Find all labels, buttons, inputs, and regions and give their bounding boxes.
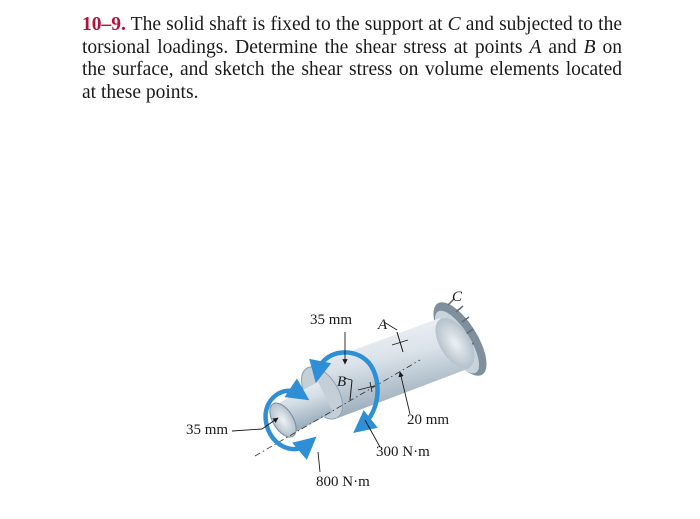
dim-top-label: 35 mm [310,312,353,328]
dim-left-label: 35 mm [186,422,229,438]
torque-arrow-800 [263,378,317,460]
dimension-leaders [231,332,411,473]
problem-statement: 10–9. The solid shaft is fixed to the su… [82,14,622,104]
torque-800-leader [317,451,321,473]
problem-number: 10–9. [82,14,126,35]
dim-right-leader [398,371,411,415]
dim-left-leader [231,428,263,432]
point-c-label: C [452,289,463,305]
problem-variable: B [583,36,596,58]
problem-text: and [541,36,584,58]
torque-300-leader [364,419,381,448]
torque-300-label: 300 N·m [376,444,430,460]
problem-variable: A [529,36,542,58]
point-a-marker [383,321,409,353]
torque-arrow-300 [309,350,380,434]
problem-text: on the surface, and sketch the shear str… [82,36,622,103]
dim-right-label: 20 mm [407,412,450,428]
torque-800-label: 800 N·m [316,474,370,490]
point-b-label: B [337,374,347,390]
problem-text: and subjected to the torsional loadings.… [82,14,622,58]
problem-variable: C [447,14,461,35]
problem-text: The solid shaft is fixed to the support … [125,14,448,35]
point-a-label: A [378,317,388,333]
